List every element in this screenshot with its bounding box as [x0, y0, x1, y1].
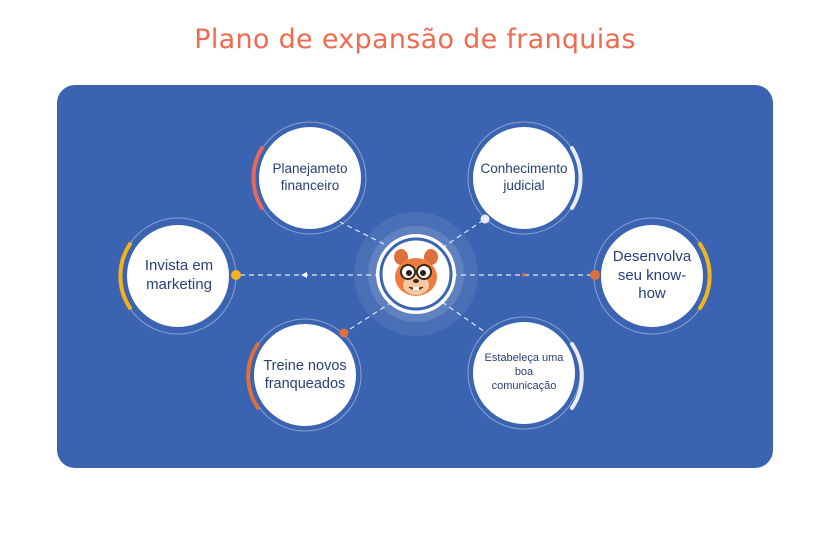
node-label-conhecimento: Conhecimento judicial [480, 161, 568, 193]
connector-planejamento [339, 221, 393, 249]
endpoint-dot-conhecimento [480, 214, 490, 224]
connector-treine [343, 301, 393, 334]
endpoint-dot-treine [339, 328, 349, 338]
center-node-ring [379, 237, 453, 311]
node-comunicacao [467, 316, 584, 430]
node-conhecimento [467, 121, 583, 235]
arrow-marker-left [301, 272, 307, 278]
node-label-knowhow: Desenvolva seu know-how [612, 247, 692, 303]
diagram-title: Plano de expansão de franquias [194, 24, 636, 55]
node-treine [246, 318, 362, 432]
dot-marker-right [522, 273, 526, 277]
endpoint-dot-knowhow [590, 270, 600, 280]
node-label-comunicacao: Estabeleça uma boa comunicação [484, 352, 564, 392]
endpoint-dot-marketing [231, 270, 241, 280]
node-label-treine: Treine novos franqueados [263, 357, 347, 392]
squirrel-mascot-icon [394, 249, 438, 296]
node-planejamento [251, 121, 367, 235]
node-label-planejamento: Planejameto financeiro [272, 161, 348, 193]
node-label-marketing: Invista em marketing [144, 257, 214, 293]
